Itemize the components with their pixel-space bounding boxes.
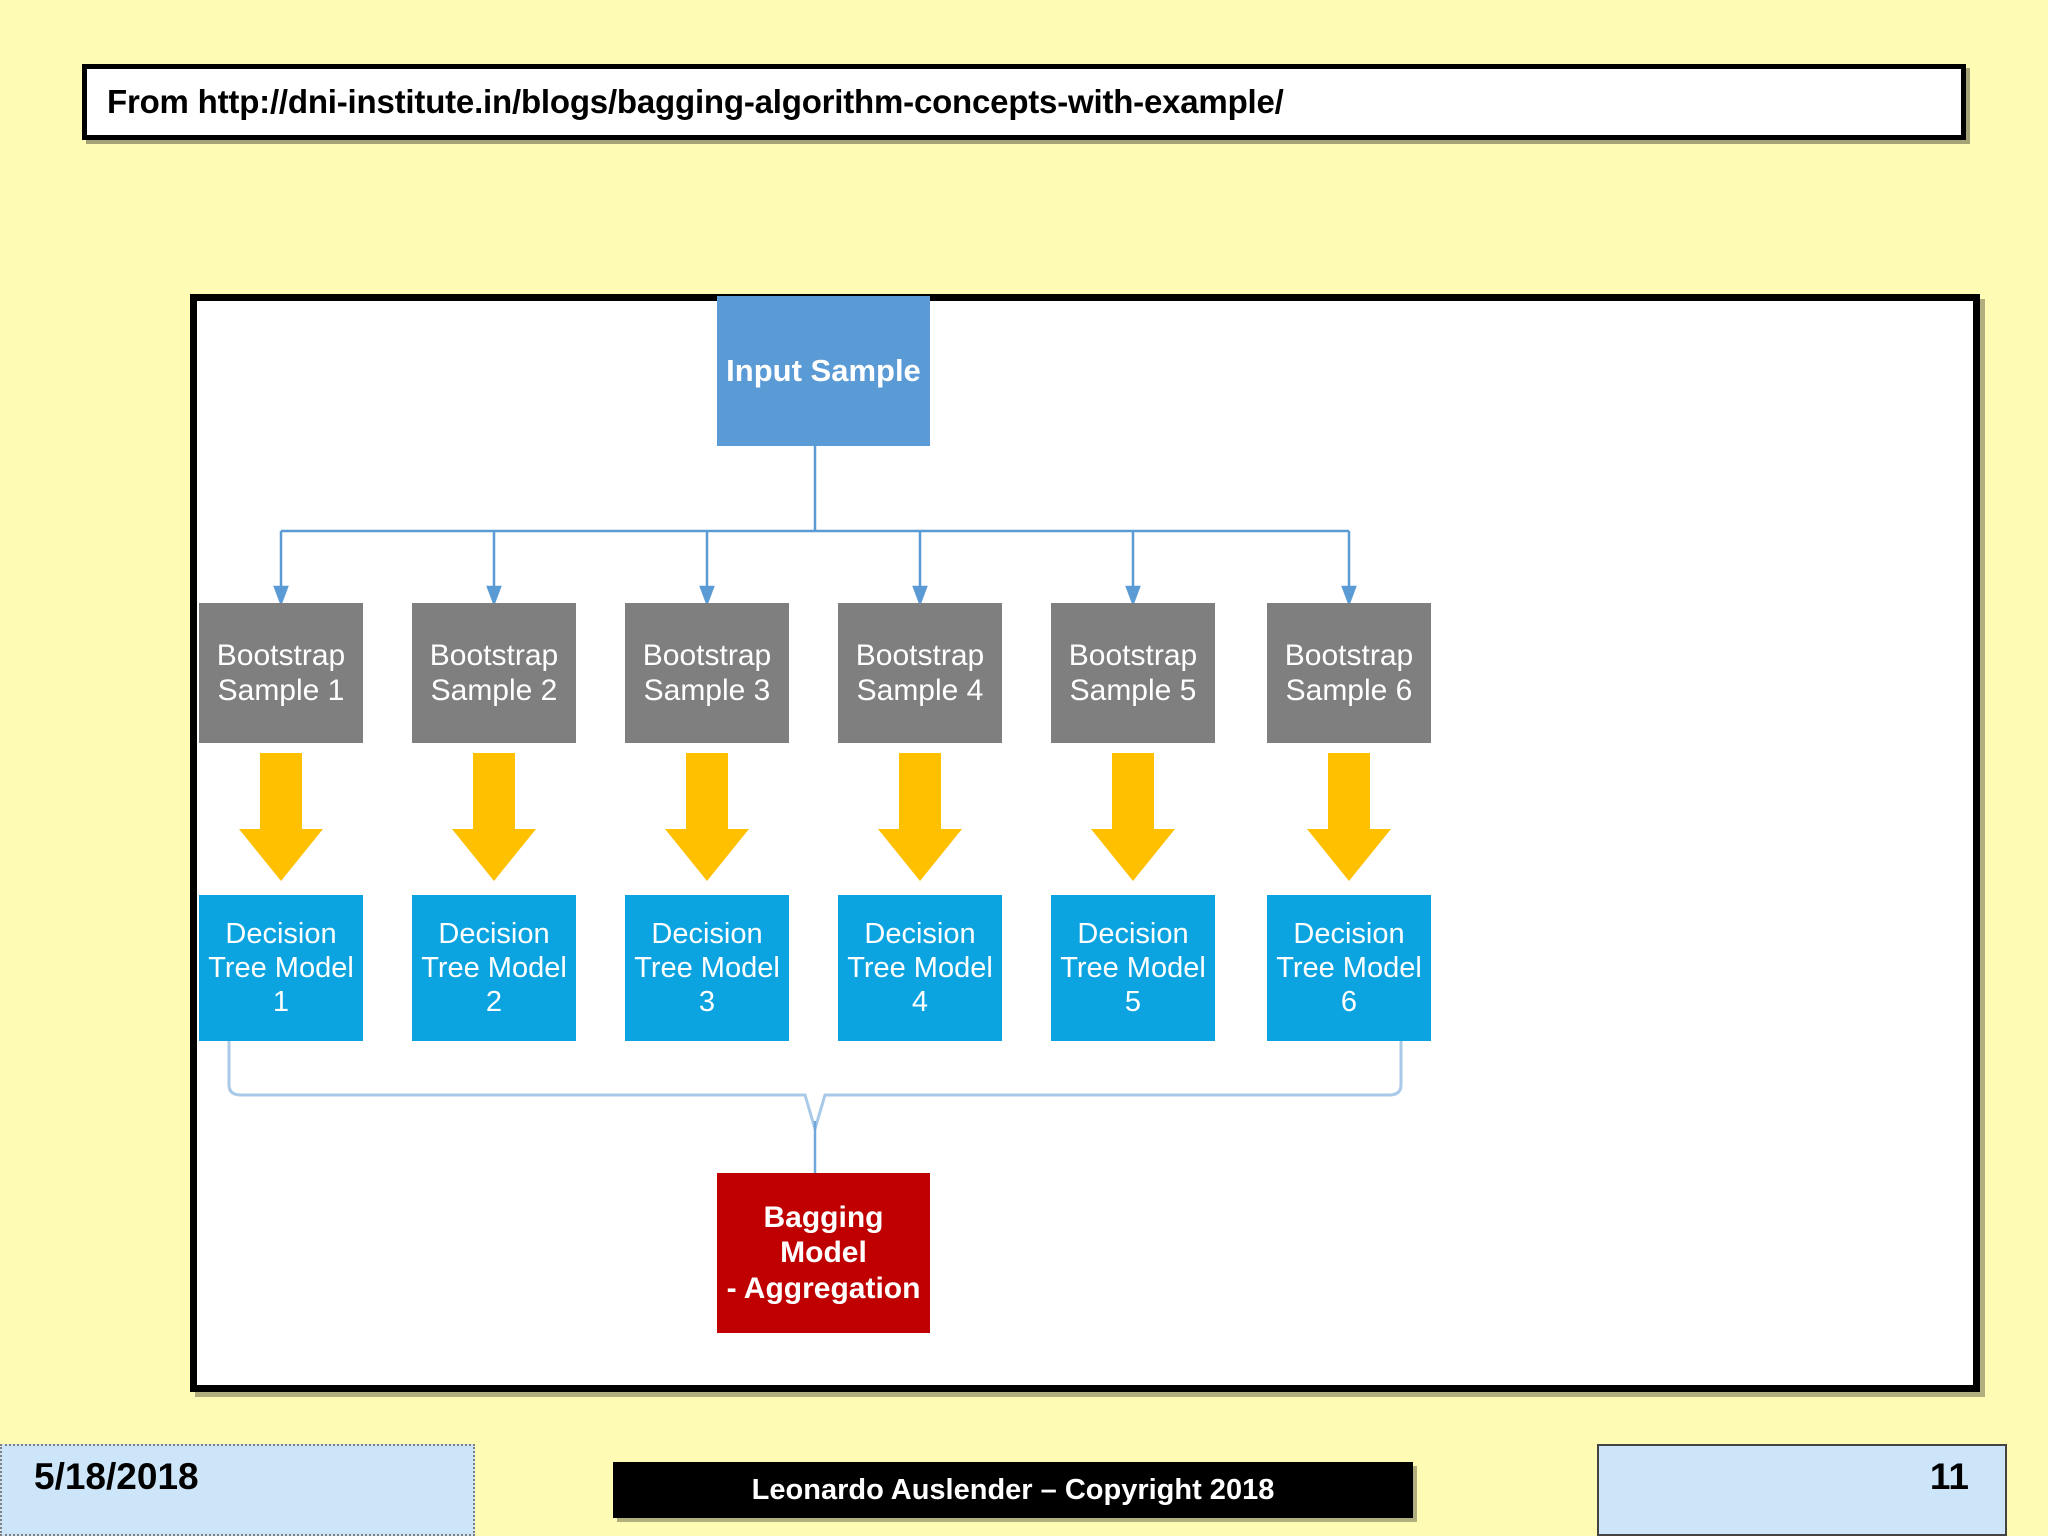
footer-copyright-text: Leonardo Auslender – Copyright 2018: [751, 1473, 1275, 1506]
node-bootstrap-sample-5[interactable]: Bootstrap Sample 5: [1051, 603, 1215, 743]
down-arrow-4: [878, 753, 962, 881]
node-bootstrap-sample-3-line1: Bootstrap: [642, 638, 772, 672]
diagram-canvas: Input Sample Bootstrap Sample 1 Bootstra…: [197, 296, 1973, 1385]
down-arrow-3: [665, 753, 749, 881]
footer-page-number-box: 11: [1597, 1444, 2007, 1536]
node-decision-tree-5-line3: 5: [1124, 986, 1142, 1019]
node-decision-tree-2-line3: 2: [485, 986, 503, 1019]
node-bootstrap-sample-6[interactable]: Bootstrap Sample 6: [1267, 603, 1431, 743]
node-decision-tree-5[interactable]: Decision Tree Model 5: [1051, 895, 1215, 1041]
node-decision-tree-6-line1: Decision: [1293, 917, 1405, 950]
node-bootstrap-sample-5-line1: Bootstrap: [1068, 638, 1198, 672]
node-decision-tree-5-line2: Tree Model: [1060, 951, 1206, 984]
footer-date-text: 5/18/2018: [34, 1456, 199, 1497]
node-decision-tree-2-line1: Decision: [438, 917, 550, 950]
connector-aggregation-bracket: [227, 1041, 1403, 1173]
node-decision-tree-1[interactable]: Decision Tree Model 1: [199, 895, 363, 1041]
node-decision-tree-2[interactable]: Decision Tree Model 2: [412, 895, 576, 1041]
node-bootstrap-sample-6-line2: Sample 6: [1285, 674, 1413, 707]
down-arrow-2: [452, 753, 536, 881]
node-bootstrap-sample-1-line1: Bootstrap: [216, 638, 346, 672]
diagram-frame: Input Sample Bootstrap Sample 1 Bootstra…: [190, 294, 1980, 1392]
node-bagging-model[interactable]: Bagging Model - Aggregation: [717, 1173, 930, 1333]
node-bootstrap-sample-6-line1: Bootstrap: [1284, 638, 1414, 672]
node-decision-tree-4-line2: Tree Model: [847, 951, 993, 984]
down-arrow-1: [239, 753, 323, 881]
node-bootstrap-sample-1-line2: Sample 1: [217, 674, 345, 707]
node-decision-tree-1-line1: Decision: [225, 917, 337, 950]
connector-drop-1: [273, 531, 289, 607]
connector-drop-3: [699, 531, 715, 607]
node-bootstrap-sample-5-line2: Sample 5: [1069, 674, 1197, 707]
node-bootstrap-sample-3-line2: Sample 3: [643, 674, 771, 707]
node-input-sample-label: Input Sample: [726, 352, 921, 388]
node-decision-tree-5-line1: Decision: [1077, 917, 1189, 950]
node-bootstrap-sample-4-line1: Bootstrap: [855, 638, 985, 672]
node-decision-tree-1-line3: 1: [272, 986, 290, 1019]
connector-lines-svg: [227, 446, 1403, 1173]
node-bootstrap-sample-4-line2: Sample 4: [856, 674, 984, 707]
node-input-sample[interactable]: Input Sample: [717, 296, 930, 446]
node-decision-tree-2-line2: Tree Model: [421, 951, 567, 984]
source-note-bar: From http://dni-institute.in/blogs/baggi…: [82, 64, 1966, 140]
node-decision-tree-3[interactable]: Decision Tree Model 3: [625, 895, 789, 1041]
node-decision-tree-1-line2: Tree Model: [208, 951, 354, 984]
node-bootstrap-sample-4[interactable]: Bootstrap Sample 4: [838, 603, 1002, 743]
node-decision-tree-6-line3: 6: [1340, 986, 1358, 1019]
node-decision-tree-4-line1: Decision: [864, 917, 976, 950]
connector-drop-6: [1341, 531, 1357, 607]
down-arrow-5: [1091, 753, 1175, 881]
connector-drop-2: [486, 531, 502, 607]
node-bagging-model-line2: - Aggregation: [726, 1271, 921, 1305]
source-note-text: From http://dni-institute.in/blogs/baggi…: [107, 83, 1284, 120]
node-decision-tree-6[interactable]: Decision Tree Model 6: [1267, 895, 1431, 1041]
connector-drop-4: [912, 531, 928, 607]
node-bootstrap-sample-2-line1: Bootstrap: [429, 638, 559, 672]
node-decision-tree-3-line3: 3: [698, 986, 716, 1019]
node-bootstrap-sample-2[interactable]: Bootstrap Sample 2: [412, 603, 576, 743]
node-decision-tree-3-line2: Tree Model: [634, 951, 780, 984]
down-arrow-6: [1307, 753, 1391, 881]
node-decision-tree-3-line1: Decision: [651, 917, 763, 950]
node-bootstrap-sample-2-line2: Sample 2: [430, 674, 558, 707]
node-decision-tree-6-line2: Tree Model: [1276, 951, 1422, 984]
node-bootstrap-sample-1[interactable]: Bootstrap Sample 1: [199, 603, 363, 743]
connector-drop-5: [1125, 531, 1141, 607]
node-decision-tree-4[interactable]: Decision Tree Model 4: [838, 895, 1002, 1041]
footer-page-number-text: 11: [1929, 1456, 1969, 1497]
node-decision-tree-4-line3: 4: [911, 986, 929, 1019]
footer-copyright-box: Leonardo Auslender – Copyright 2018: [613, 1462, 1413, 1518]
footer-date-box: 5/18/2018: [0, 1444, 475, 1536]
node-bagging-model-line1: Bagging Model: [763, 1200, 884, 1270]
node-bootstrap-sample-3[interactable]: Bootstrap Sample 3: [625, 603, 789, 743]
